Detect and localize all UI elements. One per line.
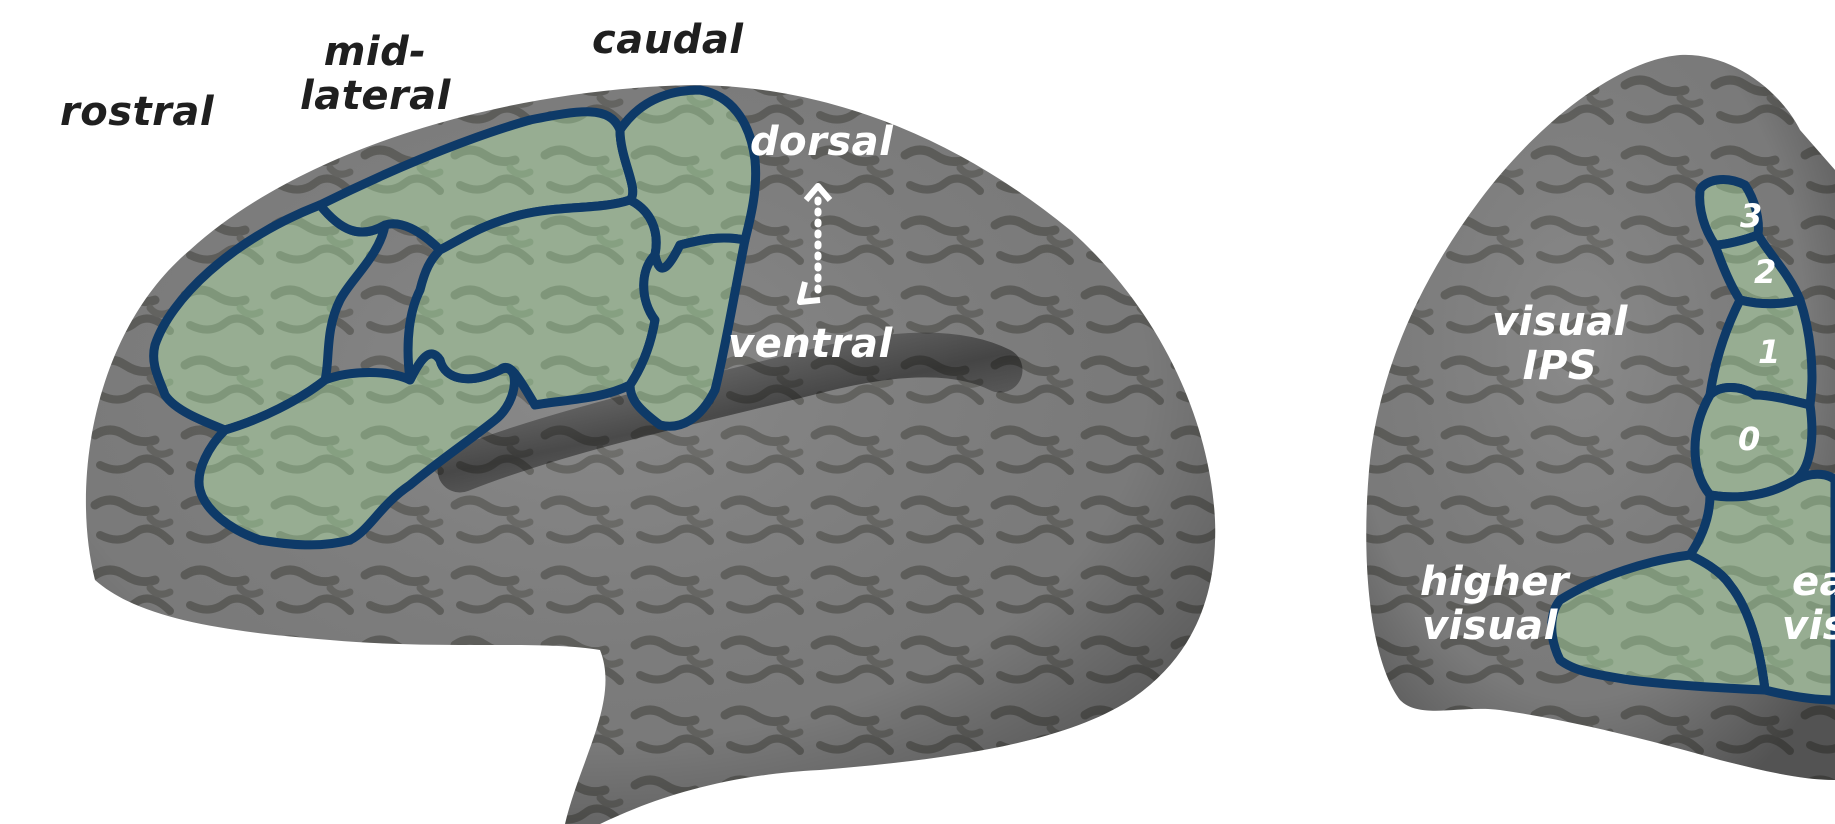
posterior-hemisphere [1366,55,1835,780]
label-mid-lateral-line1: mid- [300,30,450,74]
label-early-visual: early visual [1782,560,1835,648]
label-early-visual-line1: early [1782,560,1835,604]
label-rostral: rostral [60,90,214,134]
label-ventral: ventral [728,322,893,366]
label-dorsal: dorsal [750,120,893,164]
label-visual-ips-line1: visual [1485,300,1635,344]
label-mid-lateral: mid- lateral [300,30,450,118]
label-higher-visual-line2: visual [1420,604,1560,648]
ips-number-1: 1 [1758,333,1780,371]
label-early-visual-line2: visual [1782,604,1835,648]
lateral-hemisphere [86,85,1215,824]
ips-number-2: 2 [1754,253,1776,291]
label-visual-ips: visual IPS [1485,300,1635,388]
label-higher-visual: higher visual [1420,560,1560,648]
label-mid-lateral-line2: lateral [300,74,450,118]
ips-number-3: 3 [1740,197,1762,235]
ips-number-0: 0 [1738,420,1760,458]
label-higher-visual-line1: higher [1420,560,1560,604]
label-caudal: caudal [592,18,744,62]
label-visual-ips-line2: IPS [1485,344,1635,388]
